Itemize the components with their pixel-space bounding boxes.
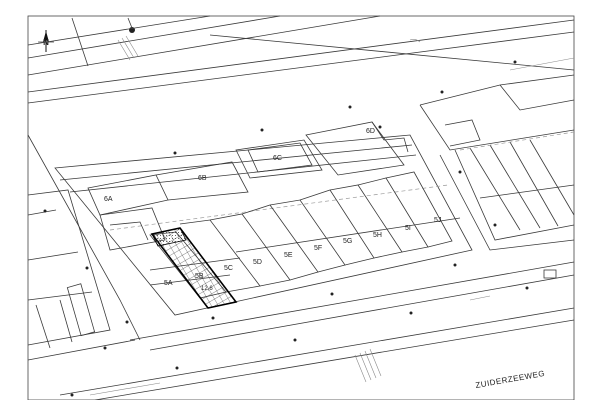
central-block: [54, 134, 473, 316]
left-block: [27, 134, 141, 361]
zuiderzeeweg-road: [59, 261, 575, 400]
parcel-5g-label: 5G: [343, 238, 352, 245]
parcel-5c-label: 5C: [224, 265, 233, 272]
parcel-6b-label: 6B: [198, 175, 207, 182]
parcel-5b-label: 5B: [195, 273, 204, 280]
parcel-5f-label: 5F: [314, 245, 322, 252]
parcel-5j-label: 5J: [434, 217, 441, 224]
parcel-5e-label: 5E: [284, 252, 293, 259]
survey-markers: [43, 60, 529, 397]
parcel-6d-label: 6D: [366, 128, 375, 135]
street-name-label: ZUIDERZEEWEG: [475, 369, 546, 390]
parcel-5a-label: 5A: [164, 280, 173, 287]
highlighted-lot-5b: [150, 227, 238, 309]
buildings-6: [87, 121, 409, 251]
parcel-5d-label: 5D: [253, 259, 262, 266]
parcel-5h-label: 5H: [373, 232, 382, 239]
parcel-5i-label: 5I: [405, 225, 411, 232]
parcel-6c-label: 6C: [273, 155, 282, 162]
map-frame: [27, 15, 575, 400]
right-block: [419, 74, 575, 251]
parcel-6a-label: 6A: [104, 196, 113, 203]
parcel-area-label: 12,6: [201, 286, 213, 292]
top-roads: [27, 15, 575, 104]
